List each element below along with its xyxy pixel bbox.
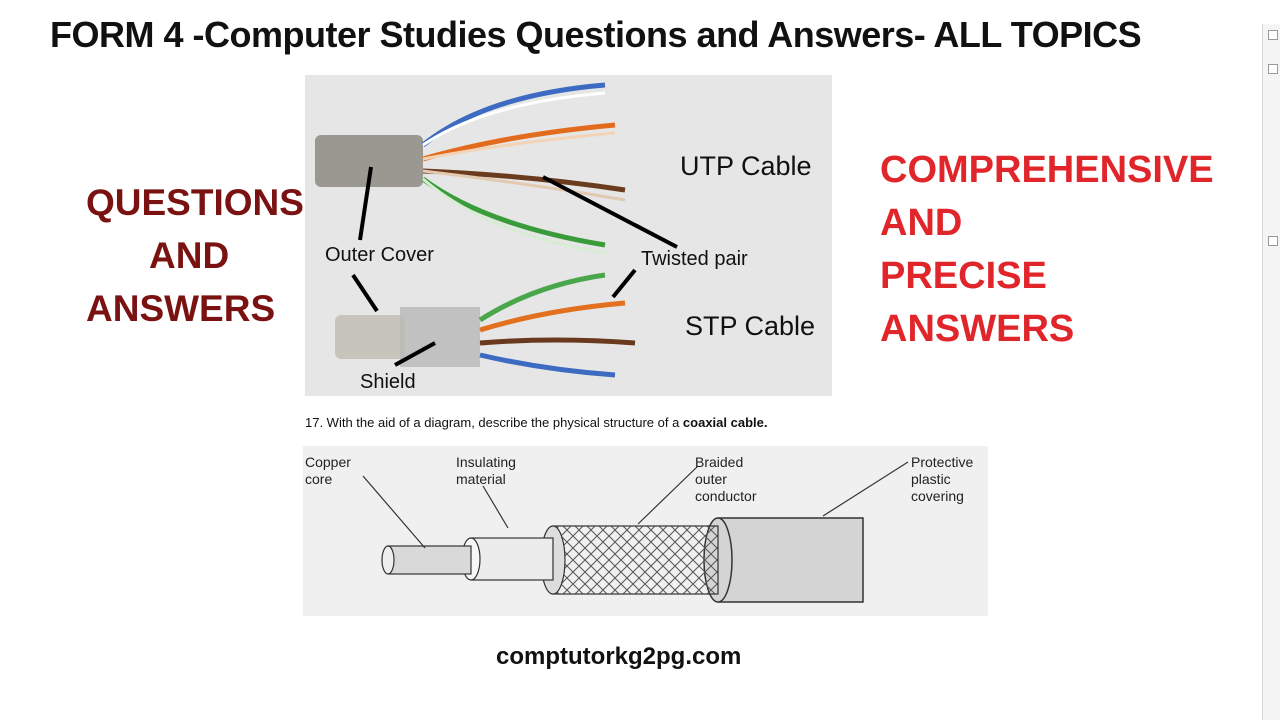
scroll-thumb[interactable]	[1268, 236, 1278, 246]
stp-jacket	[335, 315, 405, 359]
question-text: 17. With the aid of a diagram, describe …	[305, 415, 683, 430]
scroll-step-button[interactable]	[1268, 64, 1278, 74]
utp-jacket	[315, 135, 423, 187]
coaxial-cable-diagram: Copper core Insulating material Braided …	[303, 446, 988, 616]
twisted-pair-label: Twisted pair	[641, 248, 748, 270]
left-line-2: AND	[149, 235, 230, 276]
left-line-1: QUESTIONS	[86, 182, 304, 223]
insulating-material-label: Insulating material	[456, 454, 516, 487]
comprehensive-answers-heading: COMPREHENSIVE AND PRECISE ANSWERS	[880, 144, 1220, 356]
left-line-3: ANSWERS	[86, 288, 276, 329]
outer-cover-label: Outer Cover	[325, 244, 434, 266]
right-line-3: PRECISE	[880, 255, 1047, 297]
right-line-4: ANSWERS	[880, 308, 1075, 350]
cable-illustration	[315, 82, 678, 378]
right-line-1: COMPREHENSIVE	[880, 149, 1214, 191]
vertical-scrollbar[interactable]	[1262, 24, 1280, 720]
braided-outer-conductor-label: Braided outer conductor	[695, 454, 757, 504]
shield-label: Shield	[360, 371, 416, 393]
page-title: FORM 4 -Computer Studies Questions and A…	[50, 14, 1142, 55]
right-line-2: AND	[880, 202, 963, 244]
stp-shield	[400, 307, 480, 367]
utp-stp-cable-photo: UTP Cable STP Cable Outer Cover Twisted …	[305, 75, 832, 396]
utp-cable-label: UTP Cable	[680, 151, 812, 181]
question-emphasis: coaxial cable.	[682, 415, 768, 430]
protective-plastic-covering-label: Protective plastic covering	[911, 454, 974, 504]
scroll-up-button[interactable]	[1268, 30, 1278, 40]
website-url: comptutorkg2pg.com	[496, 643, 742, 670]
stp-cable-label: STP Cable	[685, 311, 816, 341]
copper-core-label: Copper core	[305, 454, 351, 487]
coax-illustration	[303, 446, 988, 616]
question-17: 17. With the aid of a diagram, describe …	[305, 415, 767, 430]
questions-and-answers-heading: QUESTIONS AND ANSWERS	[86, 176, 306, 335]
